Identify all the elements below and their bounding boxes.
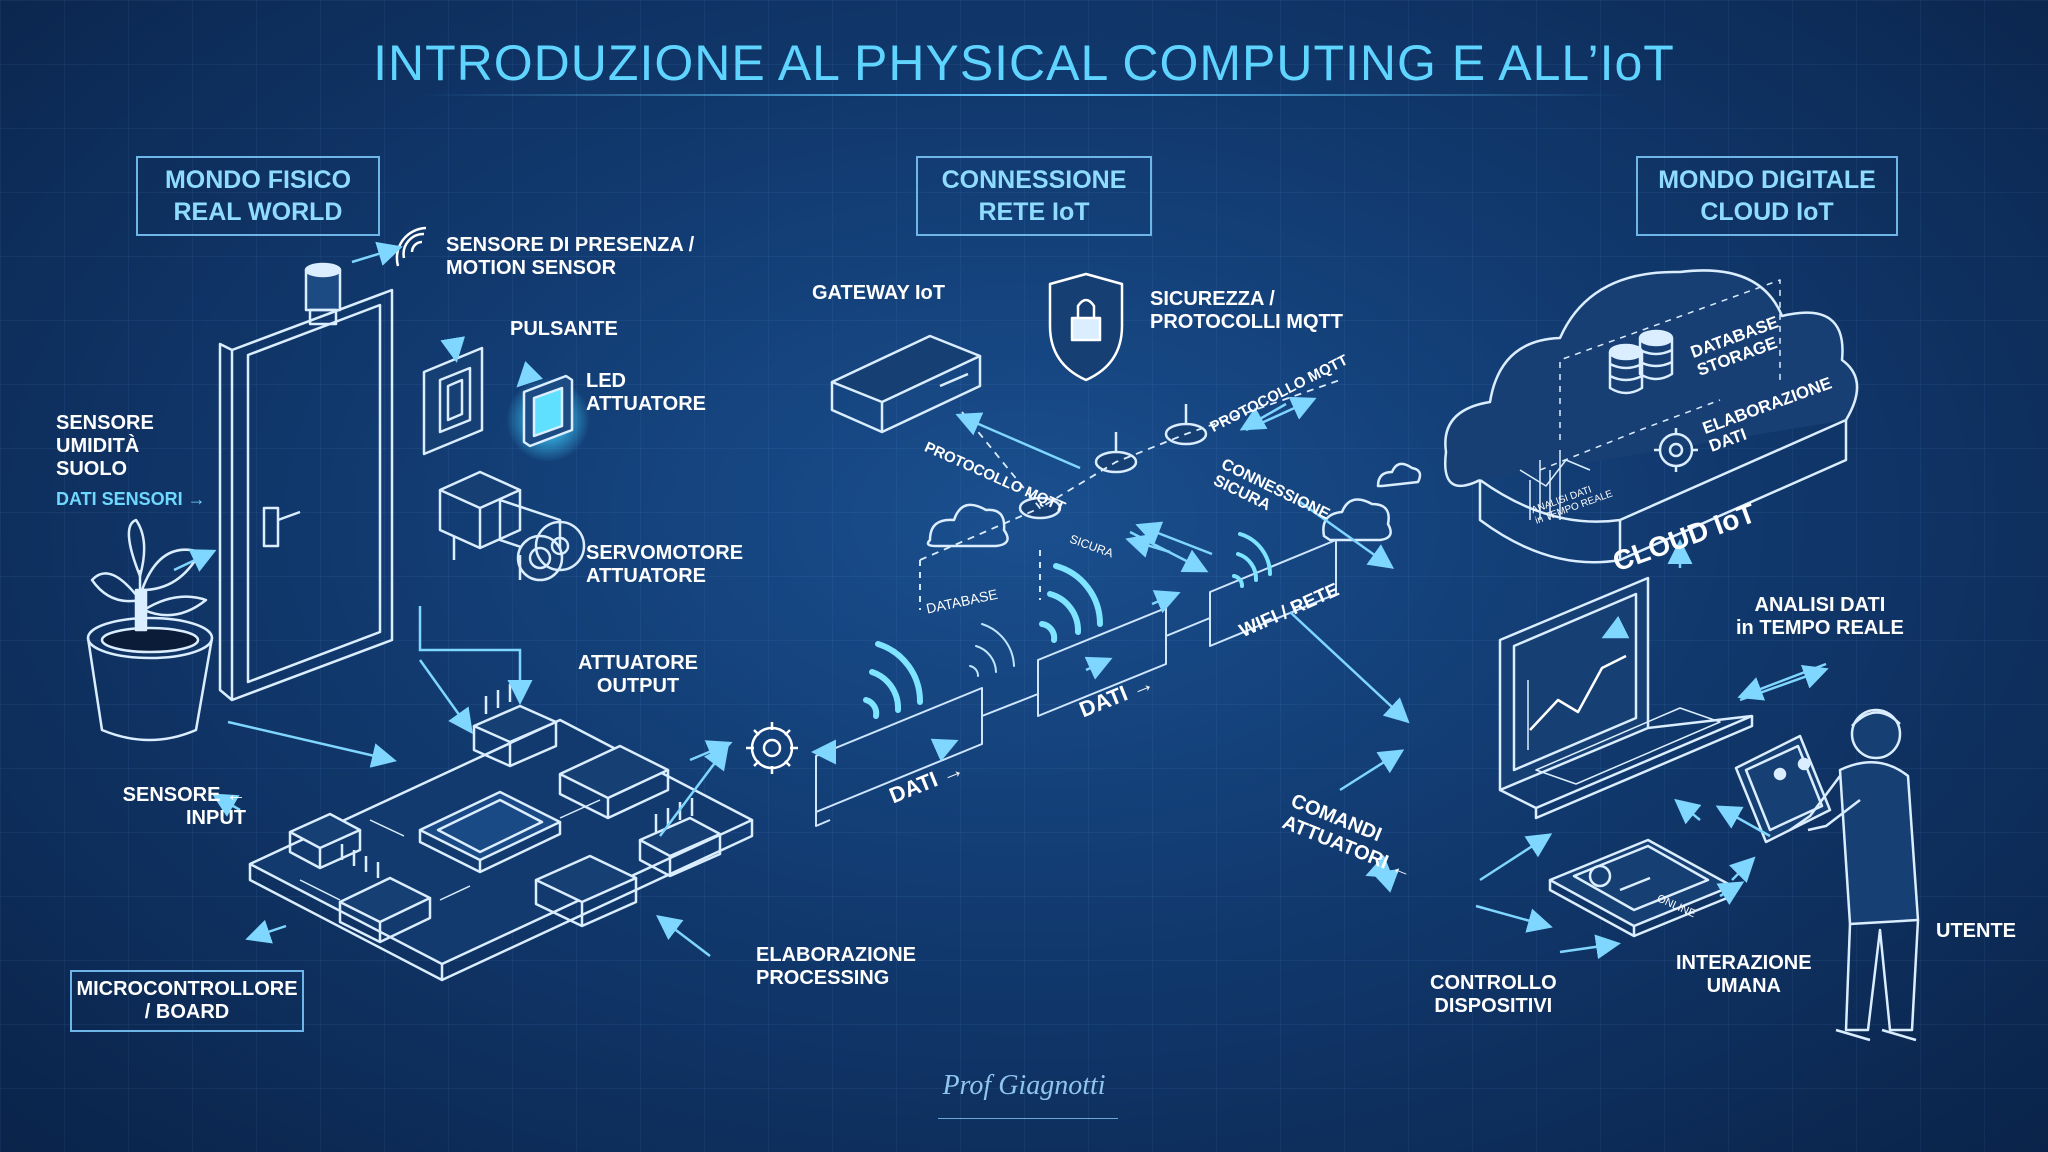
wifi-signal-icon (863, 641, 924, 719)
led-actuator-device (522, 374, 574, 448)
label-microcontroller: MICROCONTROLLORE / BOARD (70, 970, 304, 1032)
section-title: MONDO FISICO (164, 166, 352, 194)
user-figure (1789, 708, 1920, 1042)
network-node (1094, 432, 1138, 474)
signature-underline (938, 1118, 1118, 1119)
data-flow-ribbon (815, 539, 1337, 827)
label-line: SUOLO (56, 458, 128, 480)
label-user: UTENTE (1936, 920, 2016, 942)
label-line: CONTROLLO (1430, 972, 1557, 994)
wifi-signal-icon (1232, 532, 1272, 588)
tablet-illustration (1734, 734, 1832, 844)
smartphone-illustration (1548, 838, 1734, 938)
door-illustration (218, 288, 394, 702)
label-line: in TEMPO REALE (1736, 617, 1904, 639)
label-line: INTERAZIONE (1676, 952, 1812, 974)
motion-sensor-device (304, 262, 342, 326)
label-soil-sensor: SENSORE UMIDITÀ SUOLO (56, 412, 154, 481)
label-line: INPUT (186, 807, 246, 829)
section-subtitle: RETE IoT (978, 198, 1090, 226)
network-node (1164, 404, 1208, 446)
label-line: ELABORAZIONE (756, 944, 916, 966)
small-cloud-icon (1376, 462, 1422, 488)
label-device-control: CONTROLLO DISPOSITIVI (1430, 972, 1557, 1018)
database-icon (1608, 329, 1674, 395)
author-signature: Prof Giagnotti (942, 1070, 1106, 1101)
label-line: ANALISI DATI (1754, 594, 1886, 616)
section-box-network: CONNESSIONE RETE IoT (916, 156, 1152, 236)
label-line: DISPOSITIVI (1434, 995, 1553, 1017)
motion-wave-icon (395, 226, 427, 267)
small-cloud-icon (1322, 498, 1392, 542)
label-human-interaction: INTERAZIONE UMANA (1676, 952, 1812, 998)
label-line: MICROCONTROLLORE (76, 978, 298, 1000)
title-underline (420, 94, 1628, 96)
label-line: PROTOCOLLI MQTT (1150, 311, 1343, 333)
wifi-signal-icon (1039, 563, 1104, 643)
laptop-illustration (1498, 576, 1754, 820)
label-actuator-output: ATTUATORE OUTPUT (578, 652, 698, 698)
processing-gear-icon (746, 722, 798, 774)
label-processing: ELABORAZIONE PROCESSING (756, 944, 916, 990)
settings-gear-icon (1654, 428, 1698, 472)
section-title: MONDO DIGITALE (1658, 166, 1876, 194)
shield-lock-icon (1048, 272, 1124, 382)
label-line: SERVOMOTORE (586, 542, 744, 564)
label-line: PROCESSING (756, 967, 890, 989)
label-line: UMANA (1706, 975, 1781, 997)
label-motion-sensor: SENSORE DI PRESENZA / MOTION SENSOR (446, 234, 694, 280)
label-line: MOTION SENSOR (446, 257, 617, 279)
push-button-device (422, 346, 484, 456)
servo-motor-device (438, 470, 586, 582)
section-box-digital: MONDO DIGITALE CLOUD IoT (1636, 156, 1898, 236)
label-line: LED (586, 370, 626, 392)
microcontroller-board (248, 680, 754, 982)
plant-pot-illustration (86, 518, 214, 742)
label-line: SENSORE (56, 412, 154, 434)
cloud-mini-chart (1519, 450, 1591, 520)
section-box-physical: MONDO FISICO REAL WORLD (136, 156, 380, 236)
label-line: ATTUATORE (586, 393, 706, 415)
label-led: LED ATTUATORE (586, 370, 706, 416)
section-subtitle: CLOUD IoT (1700, 198, 1834, 226)
label-line: SENSORE DI PRESENZA / (446, 234, 695, 256)
label-gateway: GATEWAY IoT (812, 282, 945, 304)
label-sensor-input: SENSORE ← INPUT (116, 784, 246, 830)
label-realtime-analysis: ANALISI DATI in TEMPO REALE (1736, 594, 1904, 640)
label-line: OUTPUT (596, 675, 680, 697)
label-sensor-data: DATI SENSORI → (56, 489, 206, 509)
small-cloud-icon (926, 503, 1009, 548)
flow-arrows (173, 241, 1829, 960)
section-title: CONNESSIONE (941, 166, 1127, 194)
label-servo: SERVOMOTORE ATTUATORE (586, 542, 743, 588)
label-line: ATTUATORE (578, 652, 698, 674)
wifi-signal-icon (969, 623, 1015, 677)
label-line: SICUREZZA / (1150, 288, 1275, 310)
label-line: / BOARD (144, 1001, 230, 1023)
label-line: ATTUATORE (586, 565, 706, 587)
label-security: SICUREZZA / PROTOCOLLI MQTT (1150, 288, 1343, 334)
page-title: INTRODUZIONE AL PHYSICAL COMPUTING E ALL… (373, 35, 1675, 91)
label-button: PULSANTE (510, 318, 618, 340)
label-line: SENSORE ← (122, 784, 246, 806)
section-subtitle: REAL WORLD (173, 198, 343, 226)
gateway-device (830, 334, 982, 434)
label-line: UMIDITÀ (56, 435, 140, 457)
